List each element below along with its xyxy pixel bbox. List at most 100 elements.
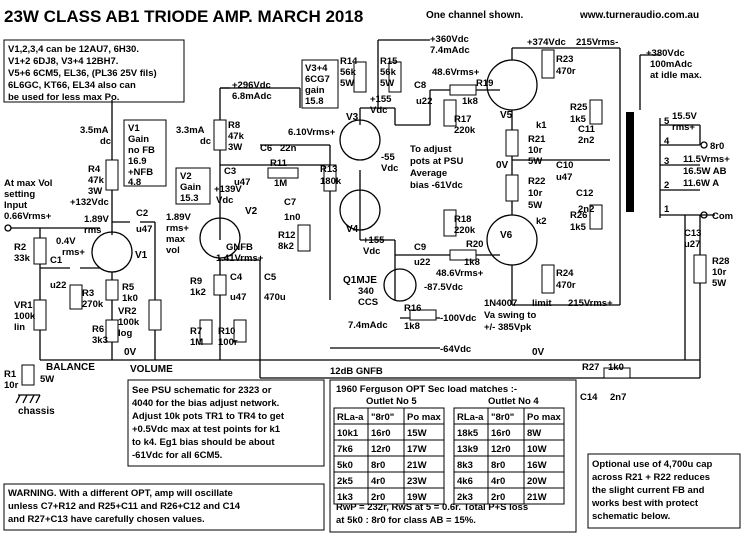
outlet5-cell: 15W <box>407 428 427 439</box>
label-c4: C4 <box>230 272 243 283</box>
v2-gain-box <box>175 167 211 205</box>
label-c7: C7 <box>284 197 296 208</box>
table-foot-line: at 5k0 : 8r0 for class AB = 15%. <box>336 515 476 526</box>
outlet5-cell: 19W <box>407 492 427 503</box>
r23-resistor <box>541 49 555 79</box>
page-title: 23W CLASS AB1 TRIODE AMP. MARCH 2018 <box>4 7 363 26</box>
label-v2: V2 <box>245 206 258 217</box>
label-v04: 0.4V <box>56 236 76 247</box>
label-v189a: 1.89V <box>84 214 109 225</box>
label-o116: 11.6W A <box>683 178 719 189</box>
outlet5-header-cell: RLa-a <box>337 412 364 423</box>
label-c5v: 470u <box>264 292 286 303</box>
outlet5-cell: 16r0 <box>371 428 391 439</box>
label-r20: R20 <box>466 239 483 250</box>
warning-line: WARNING. With a different OPT, amp will … <box>8 488 233 499</box>
r11-resistor <box>267 167 299 179</box>
label-r16v: 1k8 <box>404 321 420 332</box>
label-r11: R11 <box>270 158 288 169</box>
label-c14: C14 <box>580 392 598 403</box>
label-atmax4: 0.66Vrms+ <box>4 211 52 222</box>
outlet5-cell: 5k0 <box>337 460 353 471</box>
outlet4-cell: 18k5 <box>457 428 479 439</box>
label-r24: R24 <box>556 268 574 279</box>
component-labels: +296Vdc 6.8mAdc +360Vdc 7.4mAdc +374Vdc … <box>4 34 733 417</box>
label-r7v: 1M <box>190 337 203 348</box>
v1-gain-line: 16.9 <box>128 156 147 167</box>
v2-gain-line: Gain <box>180 182 201 193</box>
outlet5-cell: 4r0 <box>371 476 385 487</box>
r2-resistor <box>33 237 47 265</box>
v2-gain-line: V2 <box>180 171 192 182</box>
label-v139: +139V <box>214 184 242 195</box>
label-v189b: 1.89V <box>166 212 191 223</box>
label-k1: k1 <box>536 120 547 131</box>
r21-resistor <box>505 129 519 157</box>
label-b360i: 7.4mAdc <box>430 45 470 56</box>
label-c12: C12 <box>576 188 593 199</box>
v5-tube <box>486 59 538 111</box>
outlet4-cell: 20W <box>527 476 547 487</box>
outlet5-cell: 17W <box>407 444 427 455</box>
r10-resistor <box>233 319 247 343</box>
label-b380n: at idle max. <box>650 70 702 81</box>
label-r14v: 56k <box>340 67 357 78</box>
label-p4: 4 <box>664 136 670 147</box>
warning-box <box>3 483 325 531</box>
label-r14w: 5W <box>340 78 354 89</box>
v1-gain-box <box>123 119 167 187</box>
outlet4-cell: 8W <box>527 428 541 439</box>
option-note-line: across R21 + R22 reduces <box>592 472 710 483</box>
label-rmsa: rms+ <box>62 247 85 258</box>
label-v5: V5 <box>500 110 513 121</box>
v34-gain-line: V3+4 <box>305 63 328 74</box>
r14-resistor <box>353 61 367 93</box>
outlet4-cell: 21W <box>527 492 547 503</box>
r27-resistor <box>603 367 631 379</box>
label-d1: 1N4007 <box>484 298 517 309</box>
r12-resistor <box>297 224 311 252</box>
label-r26v: 1k5 <box>570 222 587 233</box>
label-r25v: 1k5 <box>570 114 587 125</box>
label-vr1v: 100k <box>14 311 36 322</box>
label-c1v: u22 <box>50 280 66 291</box>
label-adj4: bias -61Vdc <box>410 180 463 191</box>
label-r4: R4 <box>88 164 101 175</box>
resistors <box>21 49 707 386</box>
label-q1c: CCS <box>358 297 378 308</box>
v34-gain-line: 15.8 <box>305 96 324 107</box>
label-r12v: 8k2 <box>278 241 294 252</box>
label-atmax2: setting <box>4 189 35 200</box>
label-r1v: 10r <box>4 380 19 391</box>
ground-symbols <box>15 394 41 404</box>
v34-gain-line: 6CG7 <box>305 74 330 85</box>
outlet4-cell: 4k6 <box>457 476 473 487</box>
label-b296i: 6.8mAdc <box>232 91 272 102</box>
output-com-terminal[interactable] <box>700 211 708 219</box>
label-r3: R3 <box>82 288 94 299</box>
label-b296: +296Vdc <box>232 80 271 91</box>
v1-tube <box>91 231 133 273</box>
label-b215b: 215Vrms+ <box>568 298 613 309</box>
label-vr1: VR1 <box>14 300 33 311</box>
label-gnfb: GNFB <box>226 242 253 253</box>
label-c8: C8 <box>414 80 426 91</box>
label-atmax1: At max Vol <box>4 178 52 189</box>
outlet4-cell: 12r0 <box>491 444 511 455</box>
outlet4-cell: 16r0 <box>491 428 511 439</box>
psu-note-line: See PSU schematic for 2323 or <box>132 385 272 396</box>
tube-note-3: V5+6 6CM5, EL36, (PL36 25V fils) <box>8 68 157 79</box>
label-r28v: 10r <box>712 267 727 278</box>
label-r23v: 470r <box>556 66 576 77</box>
label-r26: R26 <box>570 210 587 221</box>
label-c12v: 2n2 <box>578 204 594 215</box>
outlet5-cell: 8r0 <box>371 460 385 471</box>
label-p1: 1 <box>664 204 670 215</box>
v1-gain-line: V1 <box>128 123 140 134</box>
label-c3v: u47 <box>234 177 250 188</box>
output-8r0-terminal[interactable] <box>700 141 708 149</box>
label-r8v: 47k <box>228 131 245 142</box>
r24-resistor <box>541 264 555 294</box>
r1-resistor <box>21 364 35 386</box>
